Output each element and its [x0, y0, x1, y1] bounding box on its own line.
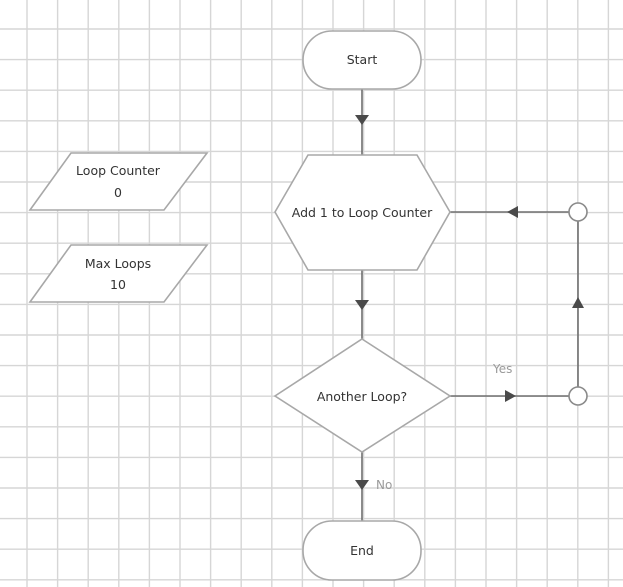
end-node[interactable]: End: [302, 520, 422, 581]
max-loops-shape: [28, 244, 209, 303]
junction-point-bottom[interactable]: [568, 386, 588, 406]
end-terminator-shape: [302, 520, 422, 581]
loop-counter-label: Loop Counter: [76, 163, 161, 178]
start-node[interactable]: Start: [302, 30, 422, 90]
max-loops-label: Max Loops: [85, 256, 151, 271]
edge-label-no: No: [376, 478, 392, 492]
arrowhead-down-icon: [355, 115, 369, 125]
start-label: Start: [347, 52, 378, 67]
decision-node[interactable]: Another Loop?: [273, 338, 452, 453]
junction-point-top[interactable]: [568, 202, 588, 222]
add-one-label: Add 1 to Loop Counter: [292, 205, 433, 220]
arrowhead-right-icon: [505, 390, 516, 402]
loop-counter-value: 0: [114, 185, 122, 200]
decision-label: Another Loop?: [317, 389, 407, 404]
loop-counter-node[interactable]: Loop Counter 0: [28, 152, 209, 211]
loop-counter-shape: [28, 152, 209, 211]
max-loops-value: 10: [110, 277, 126, 292]
arrowhead-left-icon: [507, 206, 518, 218]
preparation-hexagon-shape: [274, 154, 451, 271]
add-one-node[interactable]: Add 1 to Loop Counter: [274, 154, 451, 271]
edge-label-yes: Yes: [492, 362, 512, 376]
decision-diamond-shape: [273, 338, 452, 453]
start-terminator-shape: [302, 30, 422, 90]
connectors: Yes No: [355, 89, 588, 521]
end-label: End: [350, 543, 374, 558]
arrowhead-down-icon: [355, 480, 369, 490]
arrowhead-up-icon: [572, 297, 584, 308]
max-loops-node[interactable]: Max Loops 10: [28, 244, 209, 303]
arrowhead-down-icon: [355, 300, 369, 310]
